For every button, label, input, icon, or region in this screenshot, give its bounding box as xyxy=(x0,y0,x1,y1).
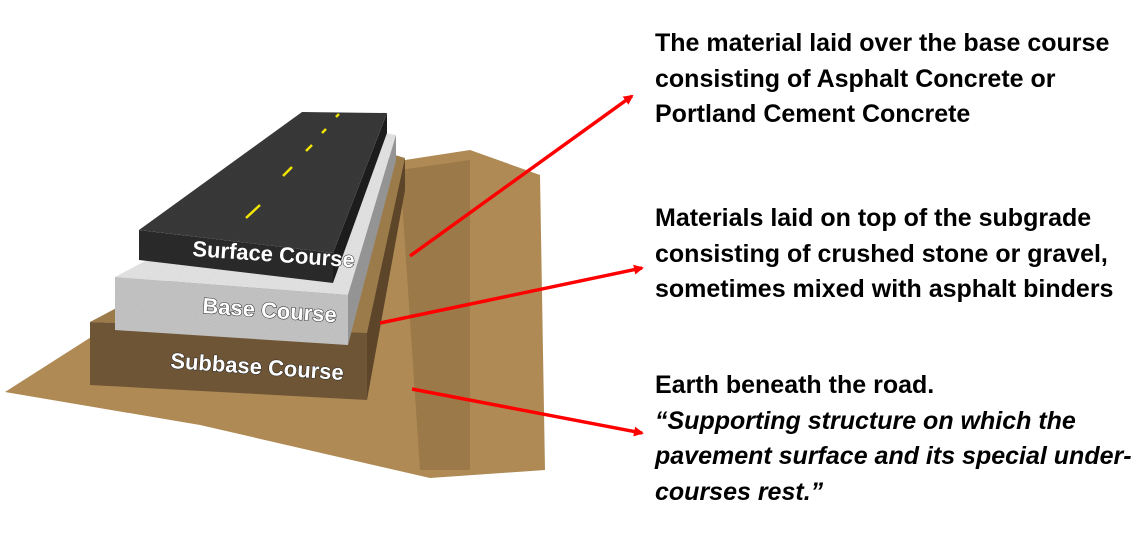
subbase-side xyxy=(367,158,405,400)
subbase-course-description: Earth beneath the road. “Supporting stru… xyxy=(655,368,1135,510)
subbase-arrow xyxy=(411,387,644,437)
surface-course-description: The material laid over the base course c… xyxy=(655,29,1110,128)
surface-front xyxy=(139,230,333,283)
base-front xyxy=(115,277,348,345)
lane-markings xyxy=(245,113,340,219)
base-side xyxy=(348,135,396,345)
ground-shadow xyxy=(400,160,470,470)
surface-side xyxy=(333,113,387,283)
surface-top xyxy=(139,112,387,253)
base-arrow xyxy=(379,264,644,325)
subbase-description-text: Earth beneath the road. xyxy=(655,371,935,399)
subbase-quote: “Supporting structure on which the pavem… xyxy=(655,406,1132,506)
surface-arrow xyxy=(408,94,634,258)
base-course-description: Materials laid on top of the subgrade co… xyxy=(655,204,1114,303)
